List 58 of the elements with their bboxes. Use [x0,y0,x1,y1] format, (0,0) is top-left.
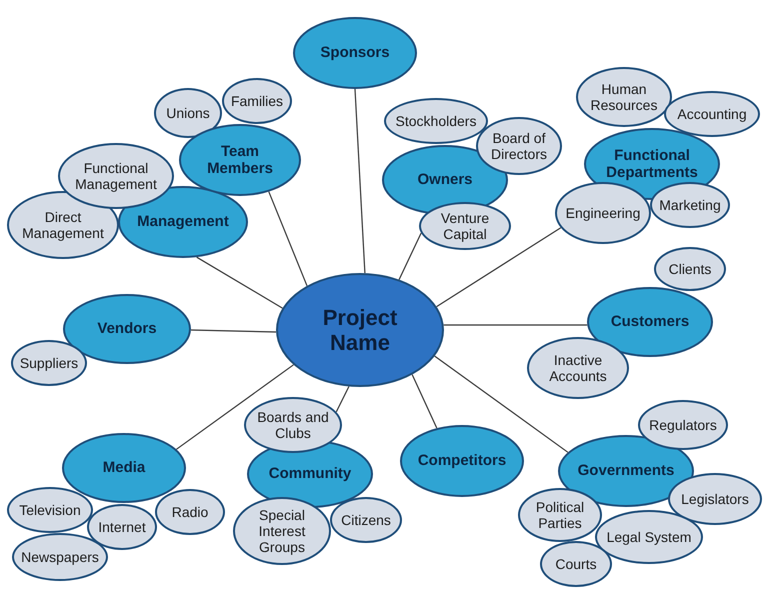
sub-stakeholder-bubble [222,78,292,124]
connector-line [336,386,350,412]
bubble-label: Owners [416,171,474,189]
sub-stakeholder-bubble [330,497,402,543]
sub-stakeholder-bubble [595,510,703,564]
bubble-label: Direct Management [21,208,105,242]
sub-stakeholder-bubble [7,487,93,533]
bubble-label: Management [136,213,230,231]
bubble-label: Board of Directors [490,130,548,162]
bubble-label: Project Name [322,304,398,356]
bubble-label: Television [18,502,82,518]
bubble-label: Unions [165,104,211,122]
connector-line [434,356,568,453]
bubble-label: Suppliers [18,354,80,372]
bubble-label: Legal System [606,528,692,546]
bubble-label: Media [102,459,146,477]
bubble-label: Political Parties [534,498,586,532]
sub-stakeholder-bubble [155,489,225,535]
bubble-label: Legislators [680,490,750,508]
connector-line [268,191,308,286]
bubble-label: Special Interest Groups [258,506,306,556]
connector-line [412,374,438,428]
connector-line [354,88,366,274]
bubble-label: Regulators [648,416,718,434]
bubble-label: Community [268,465,352,483]
bubble-label: Functional Departments [605,146,699,182]
bubble-label: Newspapers [20,548,100,566]
bubble-label: Vendors [96,320,158,338]
connector-line [190,329,276,333]
bubble-label: Courts [554,556,598,572]
bubble-label: Governments [576,462,676,480]
bubble-label: Citizens [340,512,392,528]
bubble-label: Human Resources [590,80,658,114]
bubble-label: Radio [170,504,210,520]
bubble-label: Competitors [416,452,508,470]
bubble-label: Team Members [206,142,274,178]
sub-stakeholder-bubble [650,182,730,228]
bubble-label: Clients [668,260,712,278]
bubble-label: Boards and Clubs [256,408,330,442]
connector-line [444,324,588,326]
bubble-label: Venture Capital [440,210,490,242]
sub-stakeholder-bubble [419,202,511,250]
bubble-label: Families [230,92,284,110]
bubble-label: Functional Management [74,160,158,192]
bubble-label: Sponsors [319,44,391,62]
bubble-label: Marketing [658,196,722,214]
sub-stakeholder-bubble [87,504,157,550]
bubble-label: Customers [610,313,690,331]
sub-stakeholder-bubble [244,397,342,453]
bubble-label: Inactive Accounts [548,352,608,384]
connector-line [398,232,422,280]
bubble-label: Engineering [564,204,642,222]
bubble-label: Internet [97,518,147,536]
bubble-label: Stockholders [394,112,478,130]
connector-line [436,227,562,308]
bubble-label: Accounting [676,106,748,122]
connector-line [196,256,283,309]
connector-line [176,364,294,450]
